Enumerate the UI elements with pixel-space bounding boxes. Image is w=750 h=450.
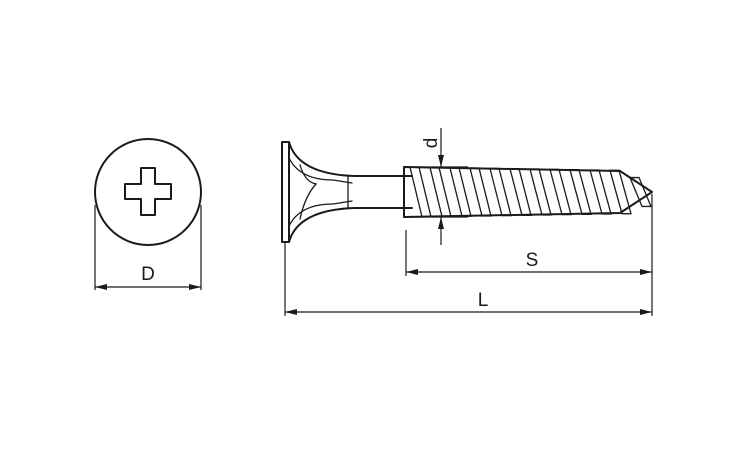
- thread-crest: [629, 176, 652, 208]
- thread-diameter-dimension: d: [404, 128, 468, 245]
- thread-crest: [429, 166, 452, 218]
- head-circle: [94, 138, 202, 246]
- thread-crest: [469, 167, 492, 217]
- head-top-view: [94, 138, 202, 246]
- head-diameter-dimension: D: [94, 205, 202, 290]
- thread-crest: [569, 169, 592, 215]
- thread-body: [403, 166, 653, 218]
- bugle-head: [288, 141, 355, 243]
- thread-diameter-label: d: [421, 138, 442, 149]
- thread-crest: [509, 168, 532, 216]
- head-face: [281, 141, 290, 243]
- thread-length-label: S: [526, 250, 539, 271]
- thread-crest: [489, 167, 512, 217]
- thread-crest: [409, 166, 432, 218]
- thread-crest: [549, 168, 572, 216]
- thread-crest: [449, 167, 472, 217]
- thread-crest: [589, 169, 612, 215]
- thread-crest: [529, 168, 552, 216]
- thread-crest: [609, 169, 632, 215]
- shank: [353, 175, 413, 209]
- thread-crests: [409, 166, 652, 218]
- phillips-cross-icon: [124, 167, 172, 216]
- head-diameter-label: D: [141, 264, 155, 285]
- total-length-label: L: [478, 290, 489, 311]
- total-length-dimension: L: [284, 243, 652, 316]
- thread-length-dimension: S: [405, 194, 653, 316]
- screw-side-view: [281, 141, 653, 243]
